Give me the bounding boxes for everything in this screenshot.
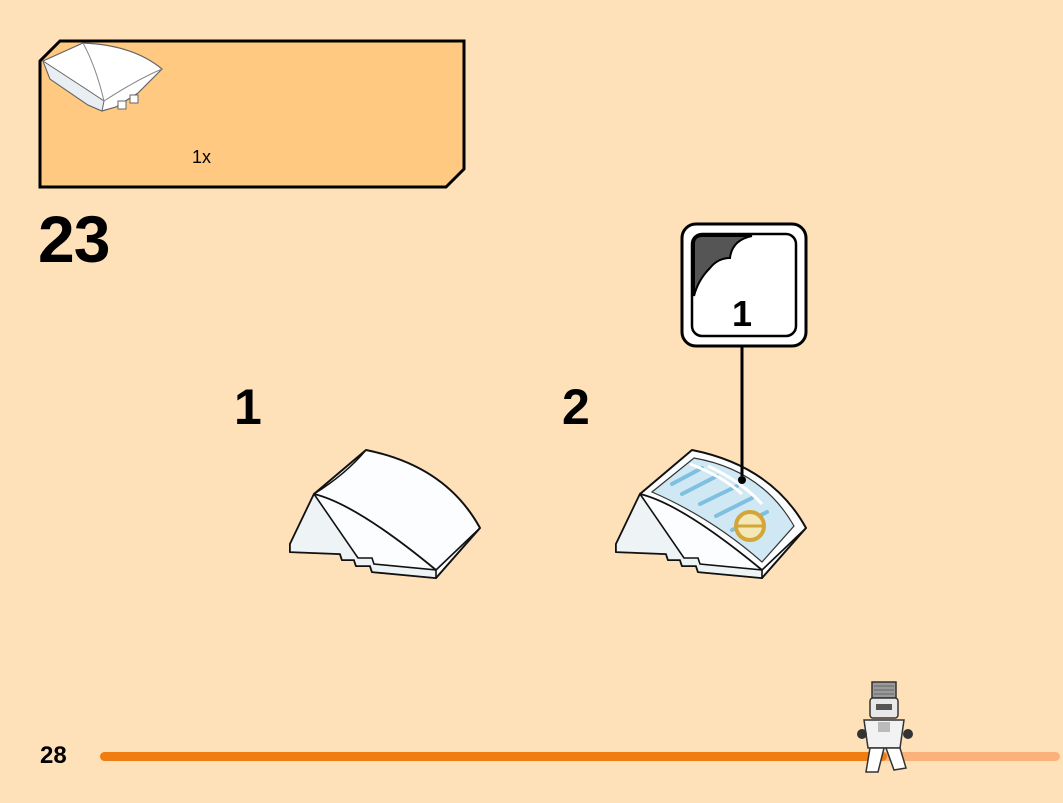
step-number: 23: [38, 202, 110, 276]
part-quantity: 1x: [192, 147, 212, 167]
sticker-number: 1: [732, 293, 752, 334]
progress-bar-fill: [100, 752, 888, 761]
substep-number-1: 1: [234, 379, 262, 435]
sticker-callout: 1: [680, 222, 808, 484]
substep-number-2: 2: [562, 379, 590, 435]
parts-list-box: 1x: [38, 39, 466, 189]
progress-bar-track: [100, 752, 1060, 761]
white-curved-wedge-brick-with-sticker-icon: [615, 449, 807, 579]
white-curved-wedge-brick-icon: [289, 449, 481, 579]
page-number: 28: [40, 742, 67, 769]
white-curved-wedge-brick-icon: [41, 42, 163, 112]
minifigure-icon: [857, 681, 913, 773]
